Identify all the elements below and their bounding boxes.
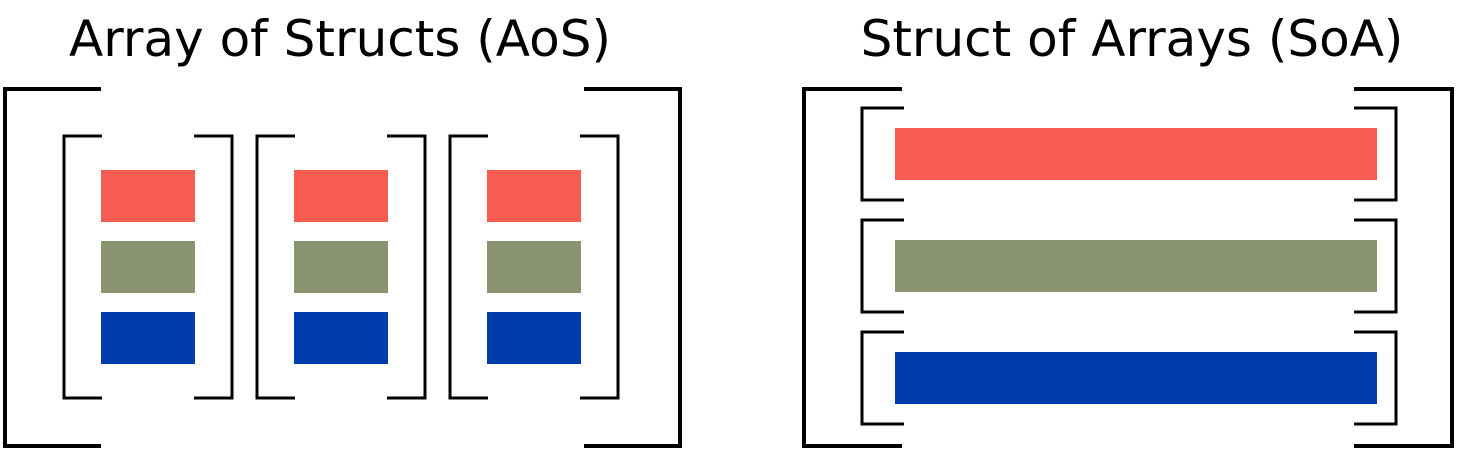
soa-array-2-bar: [895, 240, 1377, 292]
soa-array-3-right-bracket: [1354, 330, 1398, 426]
aos-struct-3-left-bracket: [448, 134, 488, 400]
soa-array-1-right-bracket: [1354, 106, 1398, 202]
soa-array-3-bar: [895, 352, 1377, 404]
aos-struct-3-field-1: [487, 170, 581, 222]
aos-struct-2-field-3: [294, 312, 388, 364]
aos-struct-1-field-2: [101, 241, 195, 293]
soa-array-3-left-bracket: [860, 330, 904, 426]
soa-array-1-bar: [895, 128, 1377, 180]
aos-struct-3-field-3: [487, 312, 581, 364]
aos-struct-3: [448, 134, 620, 400]
aos-struct-1-field-3: [101, 312, 195, 364]
aos-struct-1: [62, 134, 234, 400]
aos-title: Array of Structs (AoS): [69, 10, 611, 68]
aos-struct-2-left-bracket: [255, 134, 295, 400]
aos-struct-1-field-1: [101, 170, 195, 222]
aos-group: [3, 87, 682, 448]
soa-array-2-left-bracket: [860, 218, 904, 314]
aos-struct-2-right-bracket: [387, 134, 427, 400]
aos-struct-2-field-1: [294, 170, 388, 222]
soa-outer-right-bracket: [1354, 87, 1454, 448]
soa-array-3: [860, 330, 1398, 426]
aos-struct-3-right-bracket: [580, 134, 620, 400]
aos-struct-2-field-2: [294, 241, 388, 293]
soa-array-1: [860, 106, 1398, 202]
soa-outer-left-bracket: [802, 87, 902, 448]
soa-title: Struct of Arrays (SoA): [861, 10, 1404, 68]
soa-array-2: [860, 218, 1398, 314]
soa-array-1-left-bracket: [860, 106, 904, 202]
soa-group: [802, 87, 1454, 448]
aos-struct-1-left-bracket: [62, 134, 102, 400]
aos-struct-3-field-2: [487, 241, 581, 293]
aos-struct-2: [255, 134, 427, 400]
soa-array-2-right-bracket: [1354, 218, 1398, 314]
aos-outer-left-bracket: [3, 87, 101, 448]
aos-outer-right-bracket: [584, 87, 682, 448]
aos-struct-1-right-bracket: [194, 134, 234, 400]
